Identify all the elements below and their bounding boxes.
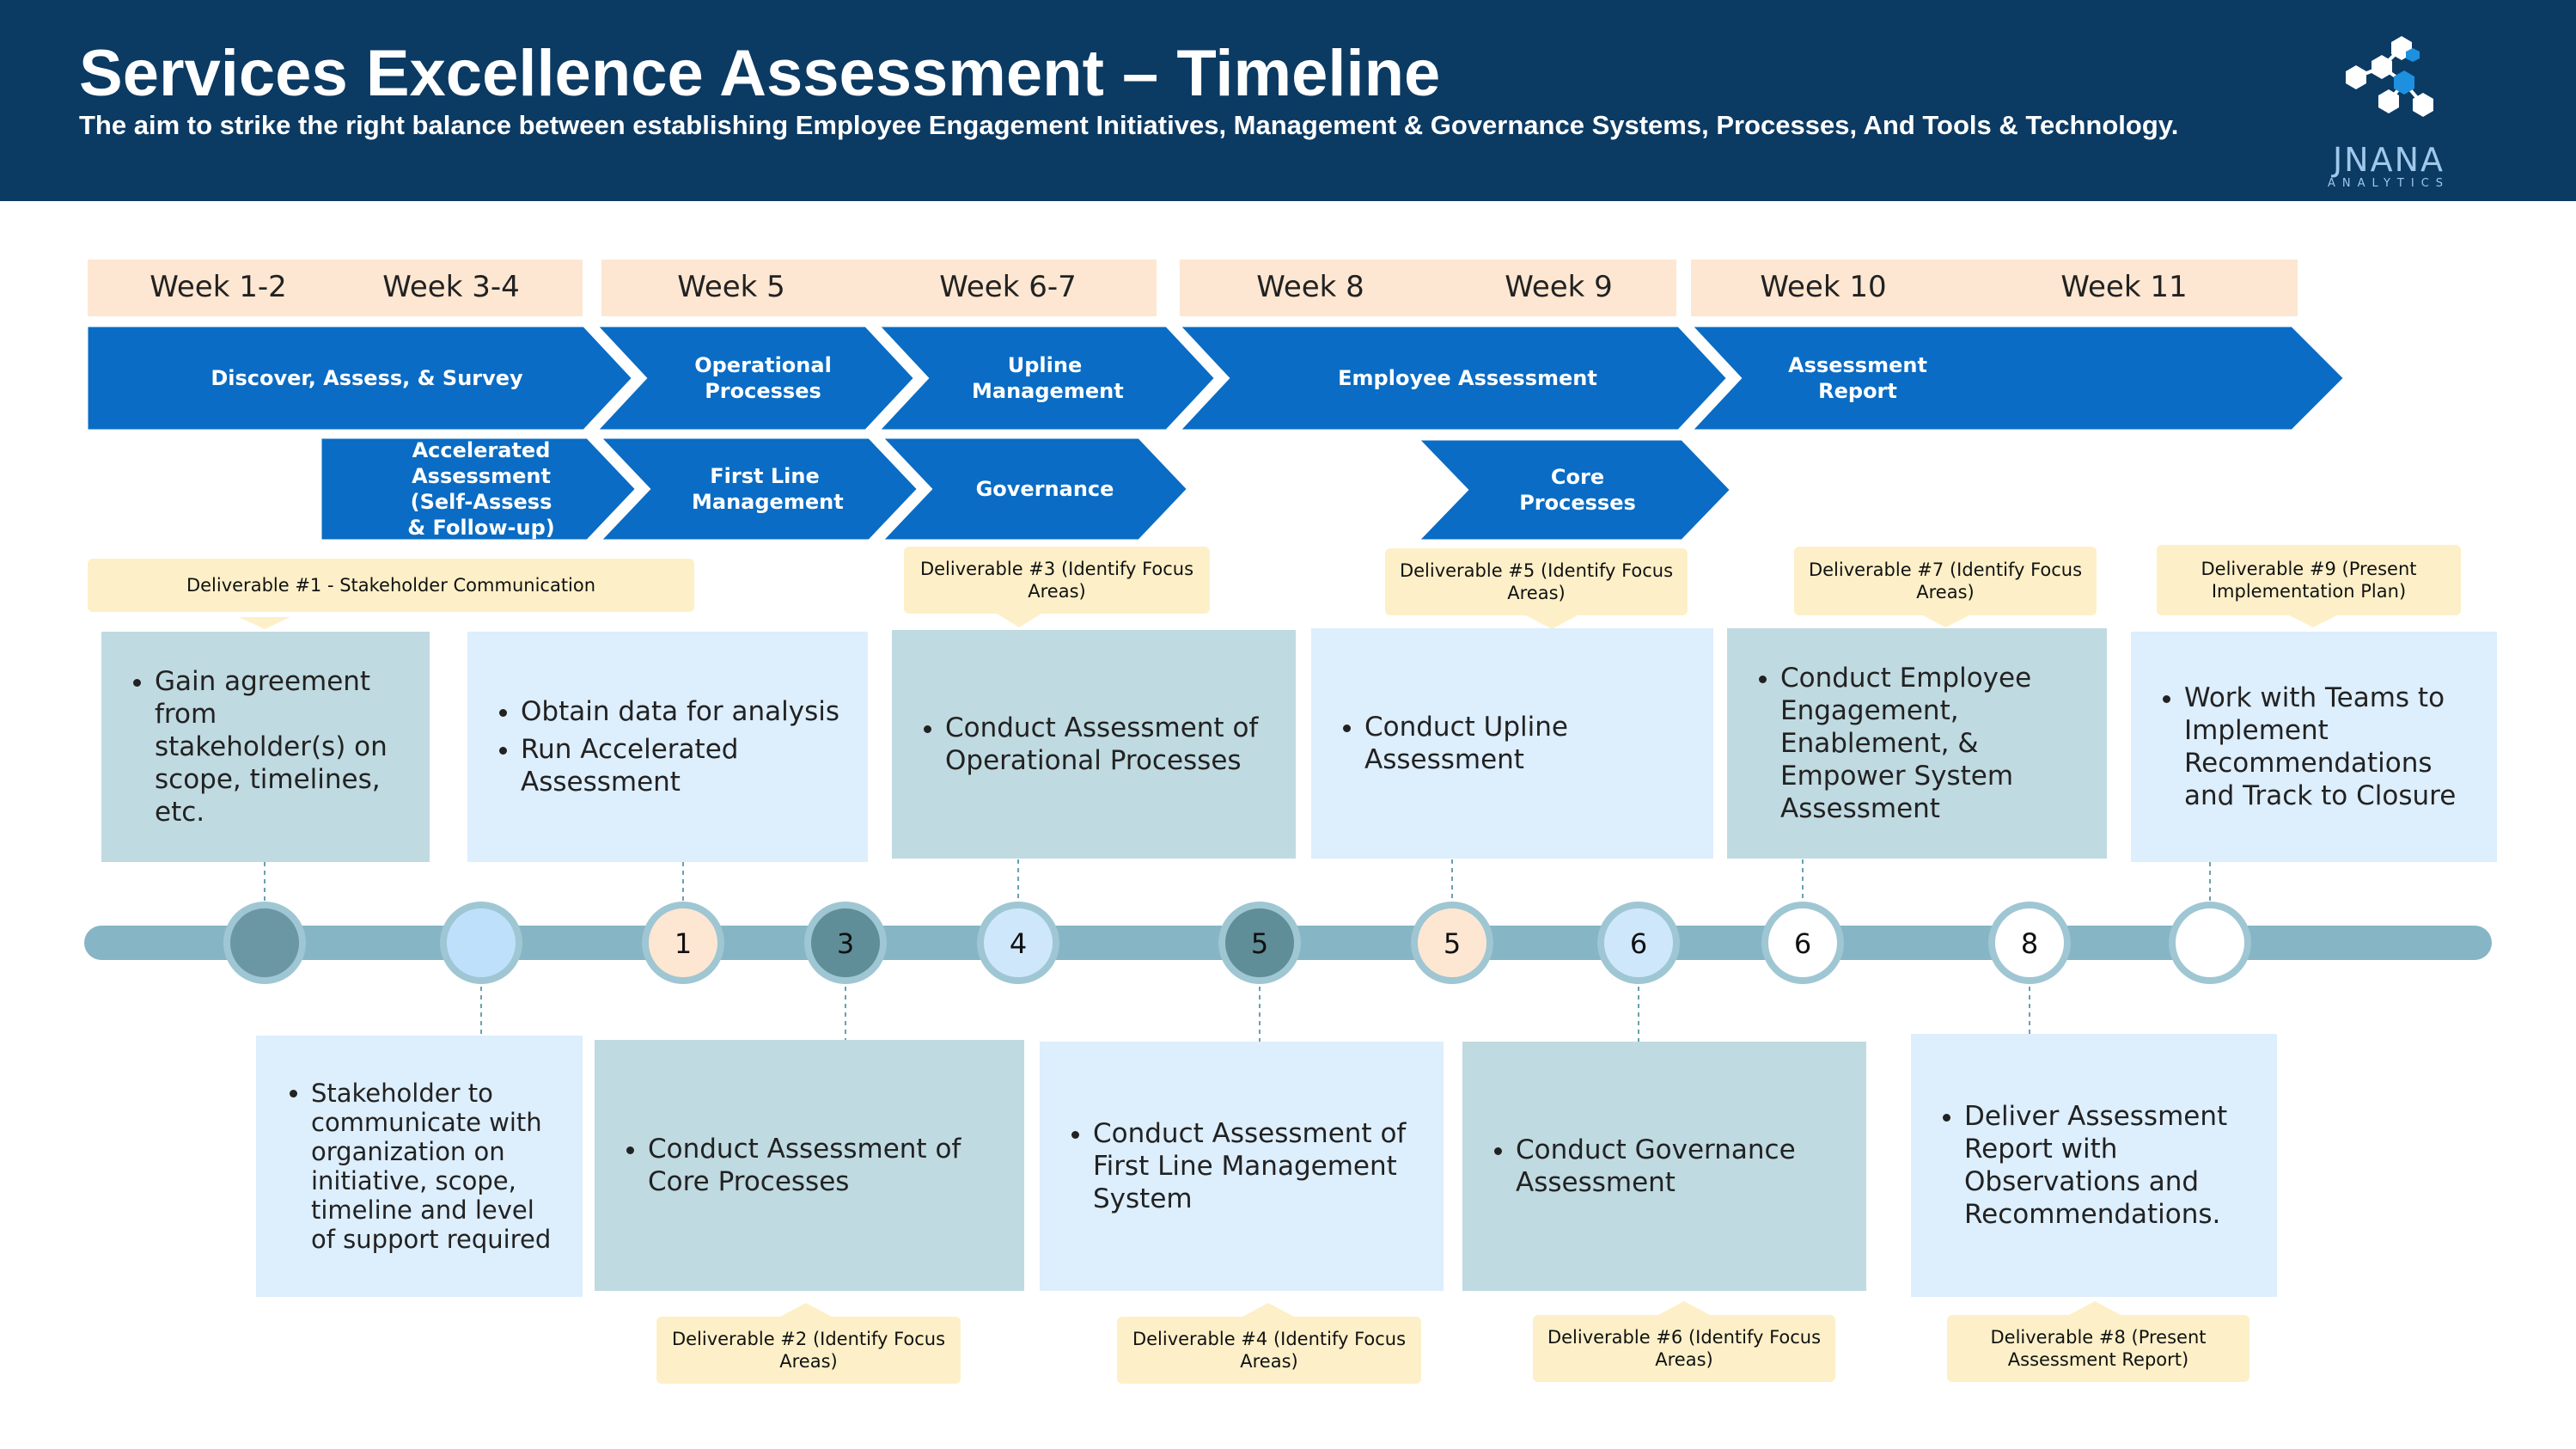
activity-callout: Deliver Assessment Report with Observati… xyxy=(1911,1034,2277,1297)
company-logo: JNANA ANALYTICS xyxy=(2303,15,2475,193)
logo-wordmark: JNANA xyxy=(2332,141,2445,179)
deliverable-2: Deliverable #2 (Identify Focus Areas) xyxy=(656,1317,961,1384)
page-title: Services Excellence Assessment – Timelin… xyxy=(79,37,1441,110)
chevron-upline xyxy=(871,322,1220,434)
deliverable-7: Deliverable #7 (Identify Focus Areas) xyxy=(1794,547,2097,615)
milestone-label: 8 xyxy=(2021,927,2038,960)
activity-callout: Obtain data for analysis Run Accelerated… xyxy=(467,632,868,862)
milestone-label: 4 xyxy=(1010,927,1027,960)
milestone-label: 3 xyxy=(837,927,854,960)
week-label: Week 11 xyxy=(2060,270,2188,304)
page-subtitle: The aim to strike the right balance betw… xyxy=(79,110,2179,140)
activity-bullet: Stakeholder to communicate with organiza… xyxy=(311,1079,565,1254)
activity-bullet: Run Accelerated Assessment xyxy=(521,733,851,798)
activity-callout: Conduct Employee Engagement, Enablement,… xyxy=(1727,628,2107,859)
phase-label: Discover, Assess, & Survey xyxy=(211,366,523,390)
phase-label: Accelerated Assessment (Self-Assess & Fo… xyxy=(407,438,555,540)
chevron-discover xyxy=(83,322,638,434)
milestone-label: 6 xyxy=(1630,927,1647,960)
milestone-label: 6 xyxy=(1794,927,1811,960)
activity-callout: Work with Teams to Implement Recommendat… xyxy=(2131,632,2497,862)
chevron-firstline xyxy=(593,434,923,544)
connector-lines xyxy=(264,859,2211,1042)
activity-callout: Conduct Governance Assessment xyxy=(1462,1042,1866,1291)
activity-callout: Conduct Upline Assessment xyxy=(1311,628,1713,859)
phase-label: Governance xyxy=(975,477,1114,501)
week-label: Week 10 xyxy=(1760,270,1887,304)
milestone-nodes xyxy=(223,902,2251,984)
week-label: Week 5 xyxy=(677,270,785,304)
chevron-employee xyxy=(1172,322,1732,434)
week-label: Week 3-4 xyxy=(382,270,520,304)
deliverable-4: Deliverable #4 (Identify Focus Areas) xyxy=(1117,1317,1421,1384)
deliverable-3: Deliverable #3 (Identify Focus Areas) xyxy=(904,547,1210,614)
deliverable-1: Deliverable #1 - Stakeholder Communicati… xyxy=(88,559,694,612)
phase-chevrons xyxy=(83,322,2349,544)
phase-label: Core Processes xyxy=(1519,465,1636,515)
activity-bullet: Work with Teams to Implement Recommendat… xyxy=(2184,682,2480,812)
hexagon-logo-icon xyxy=(2346,36,2433,117)
deliverable-pointers xyxy=(239,614,2337,1317)
activity-bullet: Conduct Upline Assessment xyxy=(1364,711,1696,776)
activity-callout: Conduct Assessment of Core Processes xyxy=(595,1040,1024,1291)
activity-callout: Gain agreement from stakeholder(s) on sc… xyxy=(101,632,430,862)
milestone-label: 5 xyxy=(1444,927,1461,960)
activity-bullet: Conduct Governance Assessment xyxy=(1516,1134,1849,1199)
chevron-governance xyxy=(875,434,1193,544)
logo-subtext: ANALYTICS xyxy=(2327,177,2451,190)
activity-callout: Conduct Assessment of First Line Managem… xyxy=(1040,1042,1444,1291)
phase-label: Upline Management xyxy=(972,353,1124,403)
week-bar-2: Week 5 Week 6-7 xyxy=(601,260,1157,316)
activity-bullet: Gain agreement from stakeholder(s) on sc… xyxy=(155,665,412,828)
milestone-label: 5 xyxy=(1251,927,1268,960)
chevron-accelerated xyxy=(317,434,641,544)
activity-bullet: Conduct Employee Engagement, Enablement,… xyxy=(1780,662,2090,825)
header-banner: Services Excellence Assessment – Timelin… xyxy=(0,0,2576,201)
activity-callout: Conduct Assessment of Operational Proces… xyxy=(892,630,1296,859)
deliverable-9: Deliverable #9 (Present Implementation P… xyxy=(2157,545,2461,615)
deliverable-8: Deliverable #8 (Present Assessment Repor… xyxy=(1947,1315,2249,1382)
phase-label: Operational Processes xyxy=(694,353,832,403)
week-label: Week 1-2 xyxy=(150,270,287,304)
activity-bullet: Conduct Assessment of Core Processes xyxy=(648,1133,1007,1198)
activity-bullet: Deliver Assessment Report with Observati… xyxy=(1964,1100,2260,1231)
deliverable-5: Deliverable #5 (Identify Focus Areas) xyxy=(1385,548,1688,615)
week-bar-3: Week 8 Week 9 xyxy=(1180,260,1676,316)
activity-bullet: Conduct Assessment of First Line Managem… xyxy=(1093,1117,1426,1215)
week-bar-1: Week 1-2 Week 3-4 xyxy=(88,260,583,316)
phase-label: Employee Assessment xyxy=(1338,366,1597,390)
chevron-report xyxy=(1684,322,2349,434)
activity-bullet: Conduct Assessment of Operational Proces… xyxy=(945,712,1279,777)
chevron-core xyxy=(1411,436,1736,544)
phase-label: First Line Management xyxy=(692,464,844,514)
week-label: Week 6-7 xyxy=(939,270,1077,304)
phase-label: Assessment Report xyxy=(1788,353,1927,403)
milestone-label: 1 xyxy=(675,927,692,960)
week-bar-4: Week 10 Week 11 xyxy=(1691,260,2298,316)
chevron-operational xyxy=(589,322,919,434)
activity-bullet: Obtain data for analysis xyxy=(521,695,851,728)
deliverable-6: Deliverable #6 (Identify Focus Areas) xyxy=(1533,1315,1835,1382)
activity-callout: Stakeholder to communicate with organiza… xyxy=(256,1036,583,1297)
week-label: Week 8 xyxy=(1256,270,1364,304)
week-label: Week 9 xyxy=(1505,270,1613,304)
